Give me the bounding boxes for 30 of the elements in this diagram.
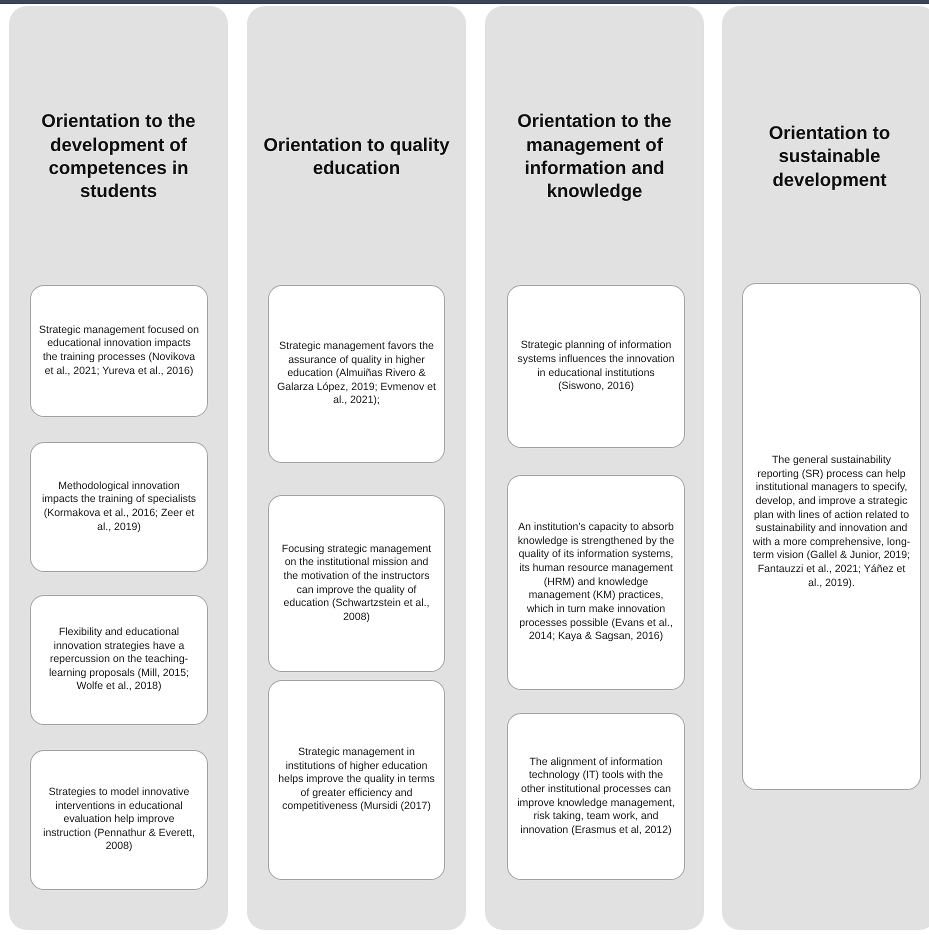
card-text: Strategies to model innovative interventions in educational evaluation help improve instruction (Pennathur & Everett, 2008) [42,786,196,854]
card-text: An institution’s capacity to absorb knowledge is strengthened by the quality of its information systems, its human resource management (HRM) and knowledge management (KM) practices, which in turn make innovation processes possible (Evans et al., 2014; Kaya & Sagsan, 2016) [516,521,676,644]
text-card [30,595,208,725]
card-text: Strategic management in institutions of higher education helps improve the quality in terms of greater efficiency and competitiveness (Mursidi (2017) [277,746,436,814]
column-panel [485,6,704,930]
text-card [507,285,685,448]
text-card [268,495,445,672]
text-card [507,713,685,880]
column-heading: Orientation to sustainable development [768,120,892,192]
column-panel [247,6,466,930]
card-text: Strategic management favors the assurance of quality in higher education (Almuiñas Rivero & Galarza López, 2019; Evmenov et al., 2021); [277,340,436,408]
card-text: Focusing strategic management on the institutional mission and the motivation of the instructors can improve the quality of education (Schwartzstein et al., 2008) [280,542,432,624]
column-panel [9,6,228,930]
column-panel [722,6,929,930]
card-text: Methodological innovation impacts the training of specialists (Kormakova et al., 2016; Zeer et al., 2019) [40,480,198,534]
column-heading: Orientation to quality education [262,132,451,180]
text-card [507,475,685,690]
card-text: Strategic planning of information systems influences the innovation in educational institutions (Siswono, 2016) [516,339,676,394]
column-heading: Orientation to the management of information and knowledge [516,109,673,203]
card-text: Strategic management focused on educational innovation impacts the training processes (Novikova et al., 2021; Yureva et al., 2016) [39,324,199,378]
text-card [30,442,208,572]
card-text: The alignment of information technology (IT) tools with the other institutional processes can improve knowledge management, risk taking, team work, and innovation (Erasmus et al, 2012) [516,756,676,838]
column-heading: Orientation to the development of competences in students [40,109,197,203]
text-card [742,283,921,790]
text-card [30,750,208,890]
card-text: The general sustainability reporting (SR) process can help institutional managers to specify, develop, and improve a strategic plan with lines of action related to sustainability and innovation and with a more comprehensive, long-term vision (Gallel & Junior, 2019; Fantauzzi et al., 2021; Yáñez et al., 2019). [752,454,912,590]
text-card [268,680,445,880]
text-card [268,285,445,463]
text-card [30,285,208,417]
card-text: Flexibility and educational innovation strategies have a repercussion on the teaching-learning proposals (Mill, 2015; Wolfe et al., 2018) [48,626,190,694]
